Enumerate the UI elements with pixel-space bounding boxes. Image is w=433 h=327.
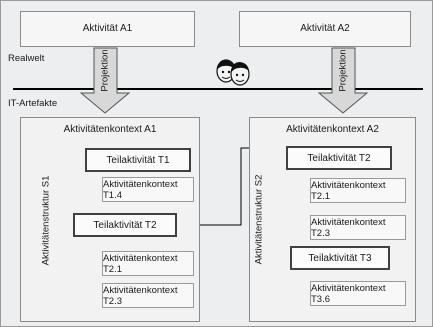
- panel-a1-title: Aktivitätenkontext A1: [63, 124, 157, 135]
- kontext-t1-4-a1: Aktivitätenkontext T1.4: [102, 177, 194, 202]
- struktur-s2-label: Aktivitätenstruktur S2: [253, 174, 265, 265]
- kontext-t2-1-a1-label: Aktivitätenkontext T2.1: [103, 252, 178, 275]
- kontext-t2-3-a2: Aktivitätenkontext T2.3: [310, 215, 406, 240]
- kontext-t2-1-a2: Aktivitätenkontext T2.1: [310, 178, 406, 203]
- kontext-t2-1-a1: Aktivitätenkontext T2.1: [102, 251, 194, 276]
- activity-a2-label: Aktivität A2: [300, 23, 350, 34]
- teilaktivitaet-t3-a2: Teilaktivität T3: [290, 246, 390, 270]
- t2-a2-label: Teilaktivität T2: [307, 152, 371, 164]
- projektion-label-a2: Projektion: [337, 49, 349, 92]
- projection-arrow-a2: [317, 47, 369, 114]
- struktur-s1-label: Aktivitätenstruktur S1: [40, 175, 52, 266]
- kontext-t2-3-a1: Aktivitätenkontext T2.3: [102, 283, 194, 308]
- kontext-t3-6-a2: Aktivitätenkontext T3.6: [310, 281, 406, 306]
- it-artefakte-label: IT-Artefakte: [8, 98, 58, 109]
- kontext-t3-6-label: Aktivitätenkontext T3.6: [311, 282, 386, 305]
- people-icon: [216, 59, 250, 86]
- t1-a1-label: Teilaktivität T1: [106, 154, 170, 166]
- teilaktivitaet-t2-a1: Teilaktivität T2: [73, 213, 177, 237]
- realwelt-label: Realwelt: [8, 53, 45, 64]
- teilaktivitaet-t1-a1: Teilaktivität T1: [85, 148, 191, 172]
- activity-a2-box: Aktivität A2: [239, 11, 411, 47]
- kontext-t2-3-a1-label: Aktivitätenkontext T2.3: [103, 284, 178, 307]
- projektion-label-a1: Projektion: [99, 49, 111, 92]
- activity-a1-label: Aktivität A1: [82, 23, 133, 34]
- activity-a1-box: Aktivität A1: [20, 11, 195, 47]
- teilaktivitaet-t2-a2: Teilaktivität T2: [286, 146, 392, 170]
- kontext-t1-4-label: Aktivitätenkontext T1.4: [103, 178, 178, 201]
- kontext-t2-1-a2-label: Aktivitätenkontext T2.1: [311, 179, 386, 202]
- kontext-t2-3-a2-label: Aktivitätenkontext T2.3: [311, 216, 386, 239]
- t2-a1-label: Teilaktivität T2: [93, 219, 157, 231]
- projection-arrow-a1: [79, 47, 131, 114]
- panel-a2-title: Aktivitätenkontext A2: [286, 124, 379, 135]
- t3-a2-label: Teilaktivität T3: [308, 252, 372, 264]
